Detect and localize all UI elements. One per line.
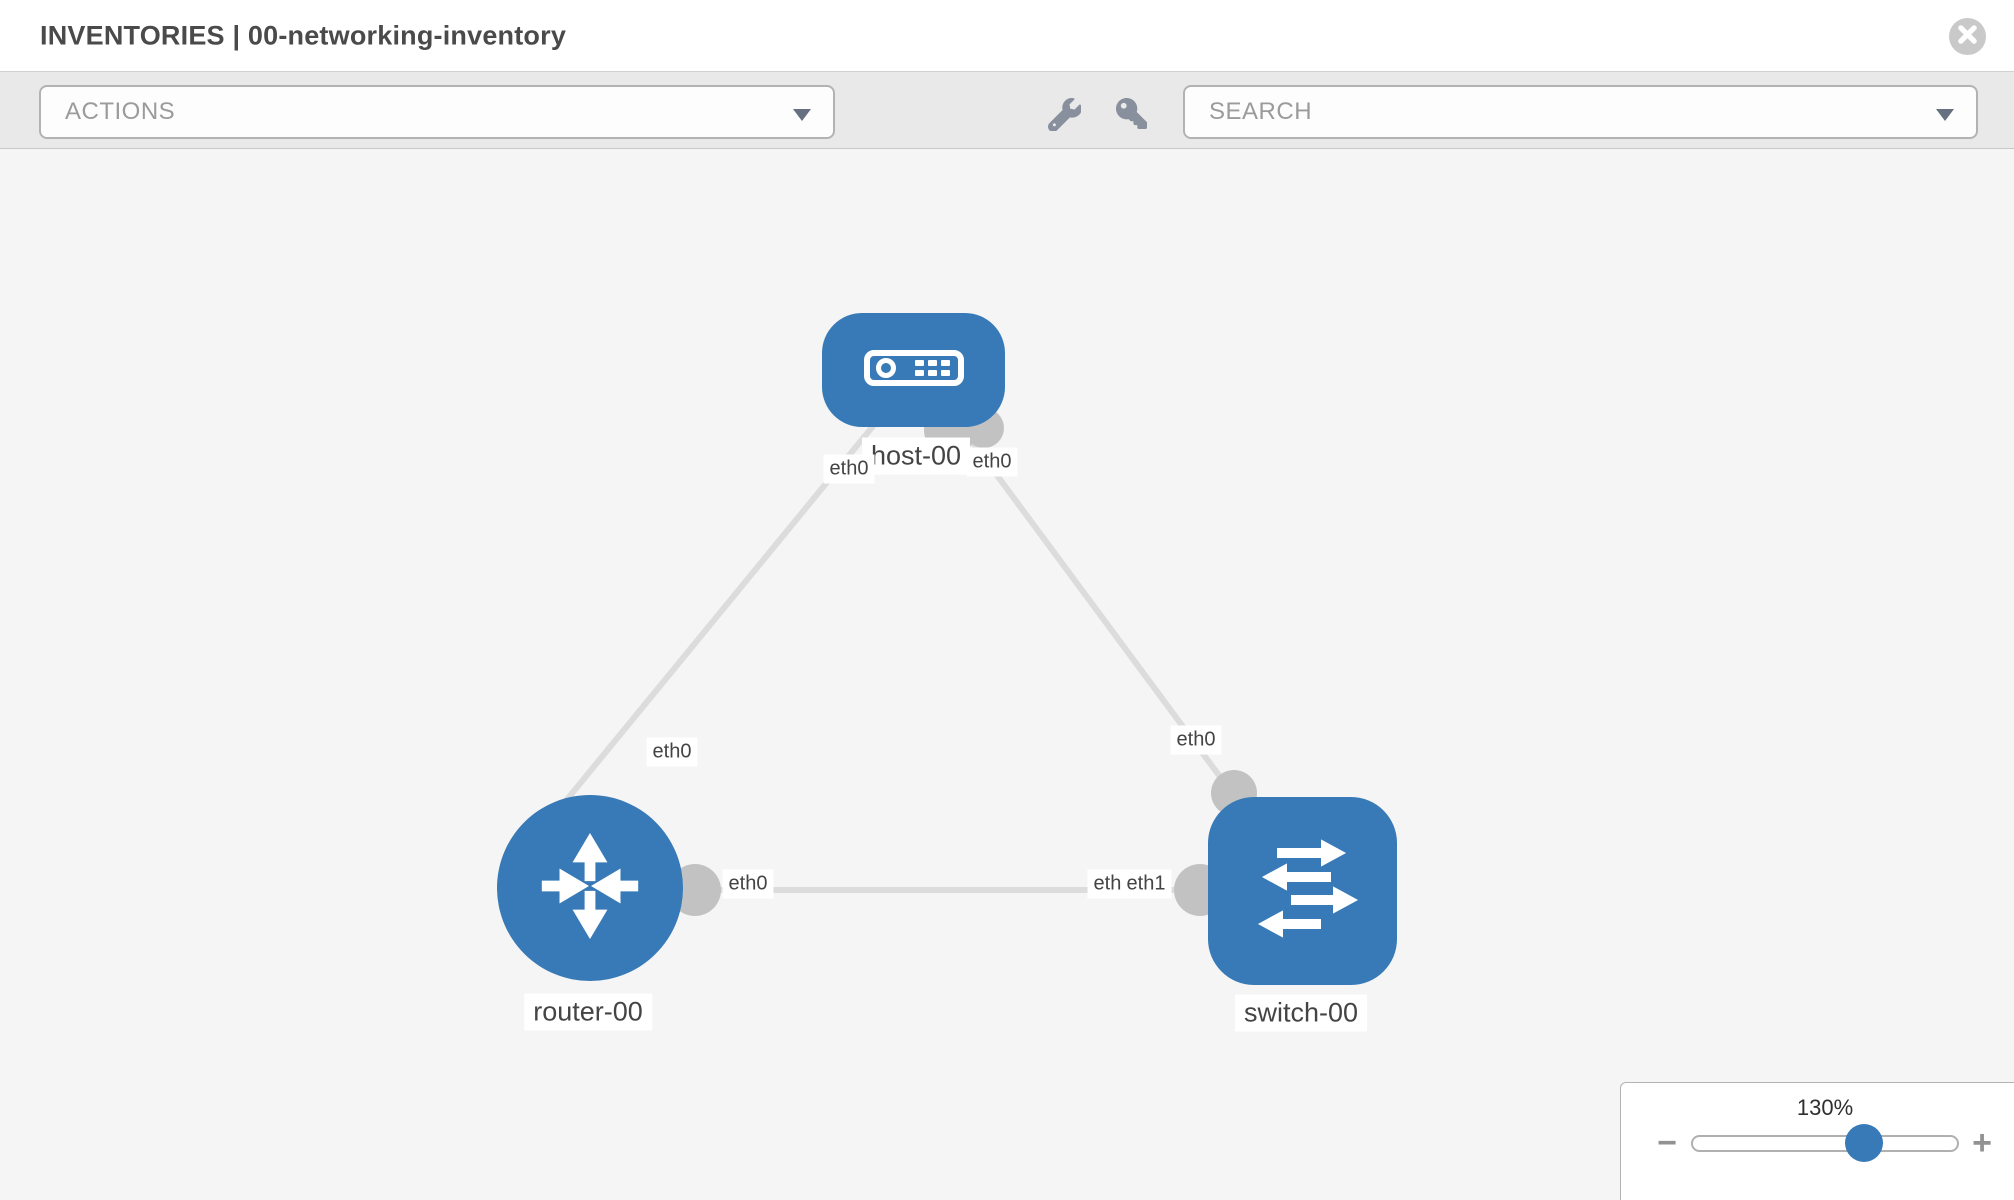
page-header: INVENTORIES | 00-networking-inventory [0, 0, 2014, 71]
zoom-slider-handle[interactable] [1845, 1124, 1883, 1162]
close-icon [1958, 24, 1977, 49]
zoom-control-panel: 130% − + [1620, 1082, 2014, 1200]
router-icon [531, 827, 649, 950]
key-icon[interactable] [1116, 98, 1147, 134]
search-dropdown-label: SEARCH [1209, 98, 1313, 125]
links-layer [557, 404, 1257, 916]
chevron-down-icon [1936, 109, 1954, 121]
zoom-in-button[interactable]: + [1972, 1124, 1992, 1162]
toolbar: ACTIONS SEARCH [0, 71, 2014, 149]
interface-label-router-eth0-right: eth0 [722, 869, 774, 899]
page-title: INVENTORIES | 00-networking-inventory [40, 20, 567, 50]
node-router-00[interactable] [497, 795, 683, 981]
search-dropdown[interactable]: SEARCH [1183, 85, 1978, 139]
interface-label-host-eth0-right: eth0 [966, 447, 1018, 477]
interface-label-switch-eth0-top: eth0 [1170, 725, 1222, 755]
wrench-icon[interactable] [1047, 97, 1082, 136]
close-button[interactable] [1949, 18, 1986, 55]
zoom-level-label: 130% [1796, 1095, 1854, 1120]
interface-label-host-eth0-left: eth0 [823, 454, 875, 484]
host-icon [863, 349, 965, 392]
node-switch-00[interactable] [1208, 797, 1397, 985]
actions-dropdown-label: ACTIONS [65, 98, 176, 125]
interface-label-switch-eth1: eth1 [1120, 869, 1172, 899]
node-label-host: host-00 [861, 437, 971, 475]
topology-canvas[interactable]: host-00 router-00 switch-00 eth0 eth0 et… [0, 149, 2014, 1200]
link-host-router [557, 418, 881, 810]
node-label-switch: switch-00 [1234, 994, 1368, 1032]
switch-icon [1243, 834, 1363, 949]
node-label-router: router-00 [524, 993, 652, 1031]
chevron-down-icon [793, 109, 811, 121]
zoom-slider-track[interactable] [1691, 1135, 1959, 1152]
zoom-out-button[interactable]: − [1657, 1124, 1677, 1162]
node-host-00[interactable] [822, 313, 1005, 427]
interface-label-router-eth0-top: eth0 [646, 737, 698, 767]
actions-dropdown[interactable]: ACTIONS [39, 85, 835, 139]
